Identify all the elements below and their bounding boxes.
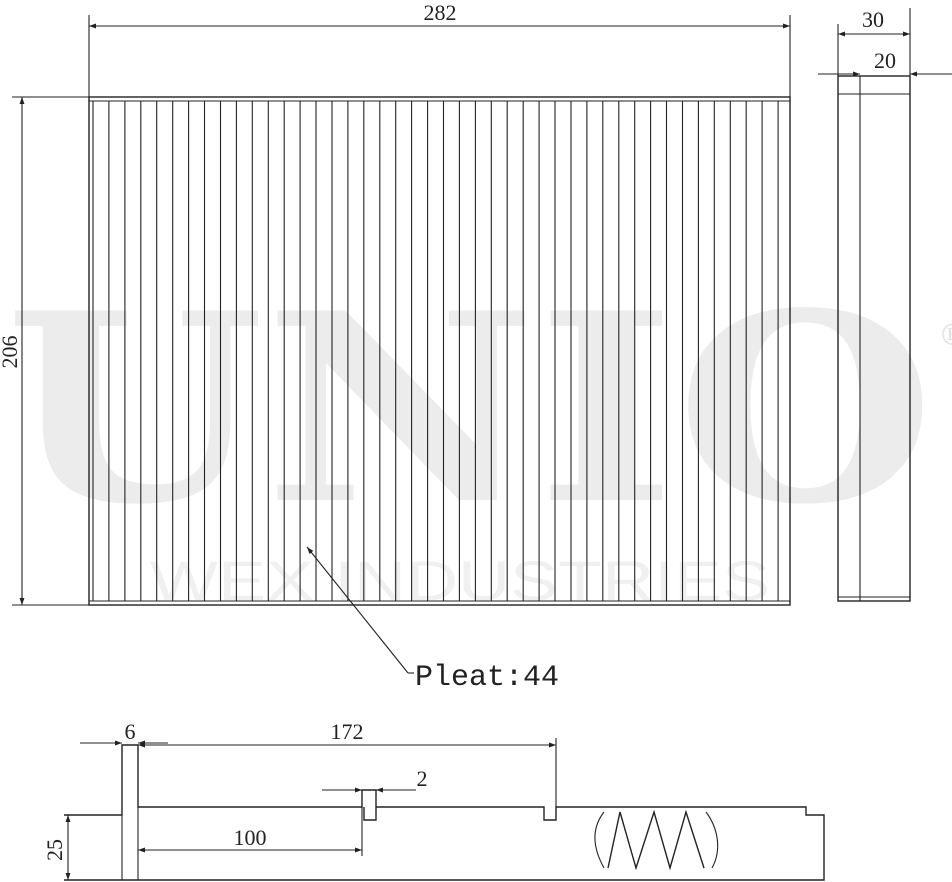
filter-side-view: 30 20 (818, 7, 952, 602)
filter-frame (88, 96, 791, 606)
watermark-tagline: WEX INDUSTRIES (150, 549, 770, 612)
depth-pleat-label: 20 (874, 48, 896, 73)
pleat-leader-line (306, 546, 409, 674)
pleat-callout: Pleat:44 (306, 546, 559, 695)
notch-label: 2 (417, 766, 428, 791)
pleat-label: Pleat:44 (415, 661, 559, 695)
profile-pleat-zigzag (607, 809, 705, 871)
profile-outline (64, 744, 825, 881)
dimension-width: 282 (88, 0, 791, 97)
length-100-label: 100 (234, 825, 267, 850)
offset-label: 6 (125, 719, 136, 744)
watermark-registered-mark: ® (938, 318, 952, 353)
filter-front-view (88, 96, 791, 606)
height-label: 206 (0, 336, 22, 369)
dimension-height: 206 (0, 96, 89, 606)
profile-break-right (705, 811, 719, 869)
watermark-logo: UNIO (5, 257, 935, 562)
span-label: 172 (331, 719, 364, 744)
side-frame (837, 75, 911, 602)
profile-height-label: 25 (42, 839, 67, 861)
depth-total-label: 30 (862, 7, 884, 32)
width-label: 282 (424, 0, 457, 25)
pleat-lines (92, 101, 779, 601)
watermark: UNIO ® WEX INDUSTRIES (5, 257, 952, 612)
profile-break-left (594, 811, 605, 869)
filter-profile-view: 6 172 2 100 25 (42, 719, 825, 881)
